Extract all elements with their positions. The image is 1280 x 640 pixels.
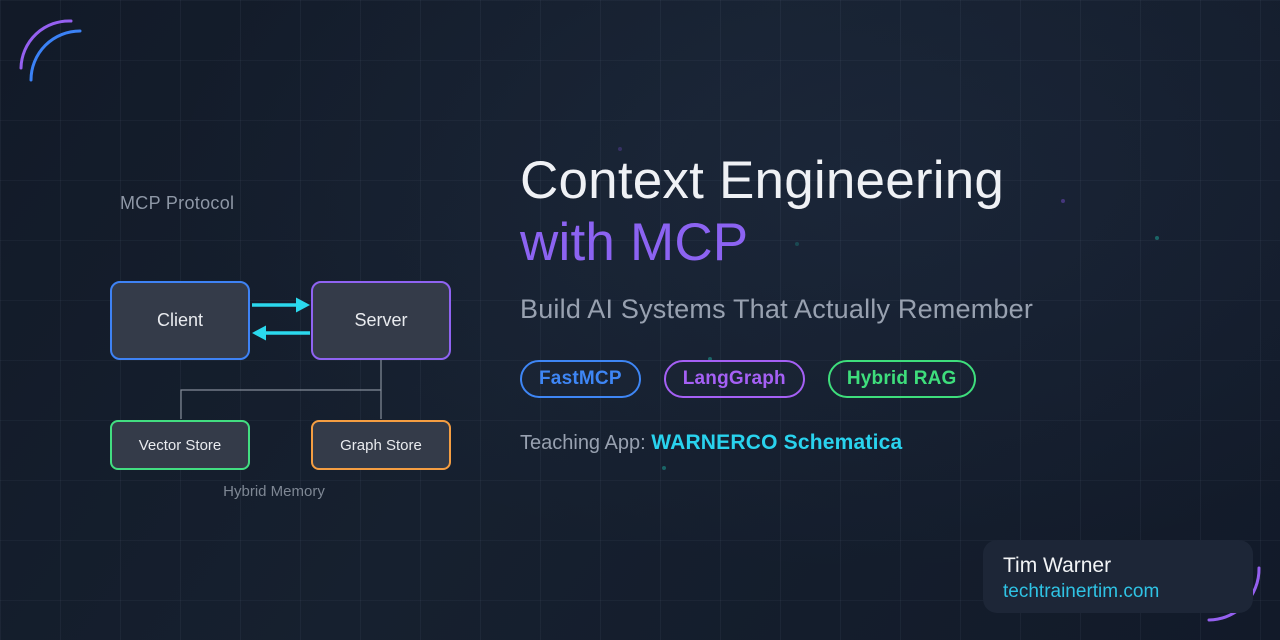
diagram-caption: Hybrid Memory (223, 483, 325, 500)
client-node: Client (110, 281, 250, 360)
teaching-app-name: WARNERCO Schematica (651, 431, 903, 454)
server-node-label: Server (354, 310, 408, 330)
particle-dot (1155, 236, 1159, 240)
badge-row: FastMCP LangGraph Hybrid RAG (520, 360, 976, 398)
badge-hybrid-rag: Hybrid RAG (827, 360, 976, 398)
graph-store-node: Graph Store (311, 420, 451, 470)
teaching-app-label: Teaching App: (520, 432, 646, 454)
server-node: Server (311, 281, 451, 360)
vector-store-node: Vector Store (110, 420, 250, 470)
badge-fastmcp: FastMCP (520, 360, 641, 398)
particle-dot (795, 242, 799, 246)
presenter-card: Tim Warner techtrainertim.com (983, 540, 1253, 613)
graph-store-node-label: Graph Store (340, 436, 422, 454)
particle-dot (708, 357, 712, 361)
slide-subtitle: Build AI Systems That Actually Remember (520, 294, 1034, 324)
diagram-title: MCP Protocol (120, 193, 235, 213)
slide-title-line1: Context Engineering (520, 151, 1005, 210)
vector-store-node-label: Vector Store (138, 436, 222, 454)
slide-title-line2: with MCP (520, 213, 749, 272)
particle-dot (662, 466, 666, 470)
presenter-name: Tim Warner (1003, 554, 1112, 577)
presenter-website: techtrainertim.com (1003, 581, 1160, 602)
slide-title: Context Engineering with MCP (520, 150, 1004, 274)
particle-dot (1061, 199, 1065, 203)
badge-langgraph: LangGraph (663, 360, 805, 398)
client-node-label: Client (156, 310, 204, 330)
teaching-app-line: Teaching App: WARNERCO Schematica (520, 431, 902, 455)
particle-dot (618, 147, 622, 151)
